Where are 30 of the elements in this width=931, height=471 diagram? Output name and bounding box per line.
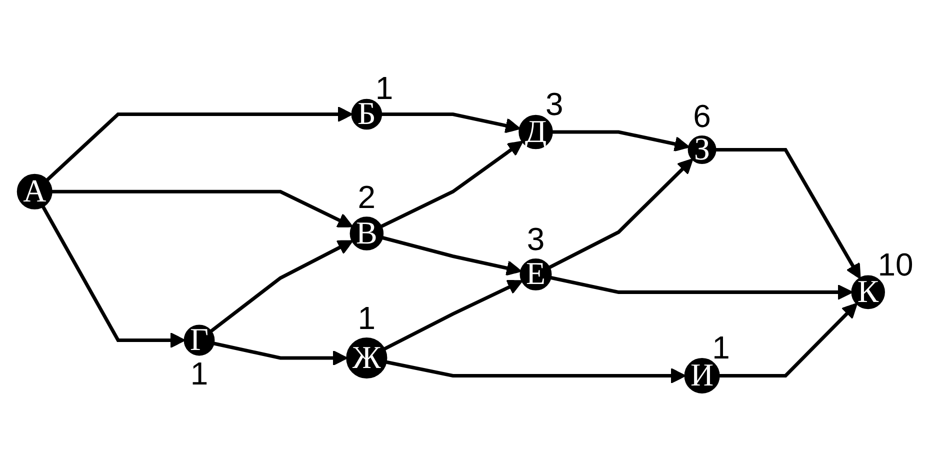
node-circle: К [851, 275, 885, 310]
node-circle: З [688, 136, 716, 164]
node-circle: Г [184, 324, 215, 356]
node-circle: В [350, 216, 384, 250]
arrow [52, 190, 353, 228]
arrow [386, 360, 686, 384]
arrow [381, 112, 521, 134]
node-circle: Д [518, 114, 553, 150]
arrow [548, 158, 694, 270]
arrow [550, 276, 853, 300]
node-number: 3 [526, 220, 545, 257]
arrow [41, 205, 186, 348]
arrow [380, 140, 524, 228]
arrow [210, 240, 354, 333]
node-number: 2 [358, 179, 376, 216]
arrow [715, 148, 861, 280]
arrow [213, 342, 348, 366]
node-number: 6 [693, 98, 711, 134]
node-circle: Ж [346, 337, 388, 379]
node-circle: А [16, 174, 52, 210]
node-circle: Б [351, 98, 382, 130]
arrow [46, 106, 353, 182]
arrow [718, 302, 858, 378]
arrow [382, 236, 522, 276]
node-circle: И [684, 358, 720, 394]
node-number: 1 [190, 355, 208, 392]
arrow [552, 130, 690, 152]
node-circle: Е [520, 258, 552, 290]
arrow [383, 280, 523, 351]
node-number: 1 [358, 300, 376, 336]
